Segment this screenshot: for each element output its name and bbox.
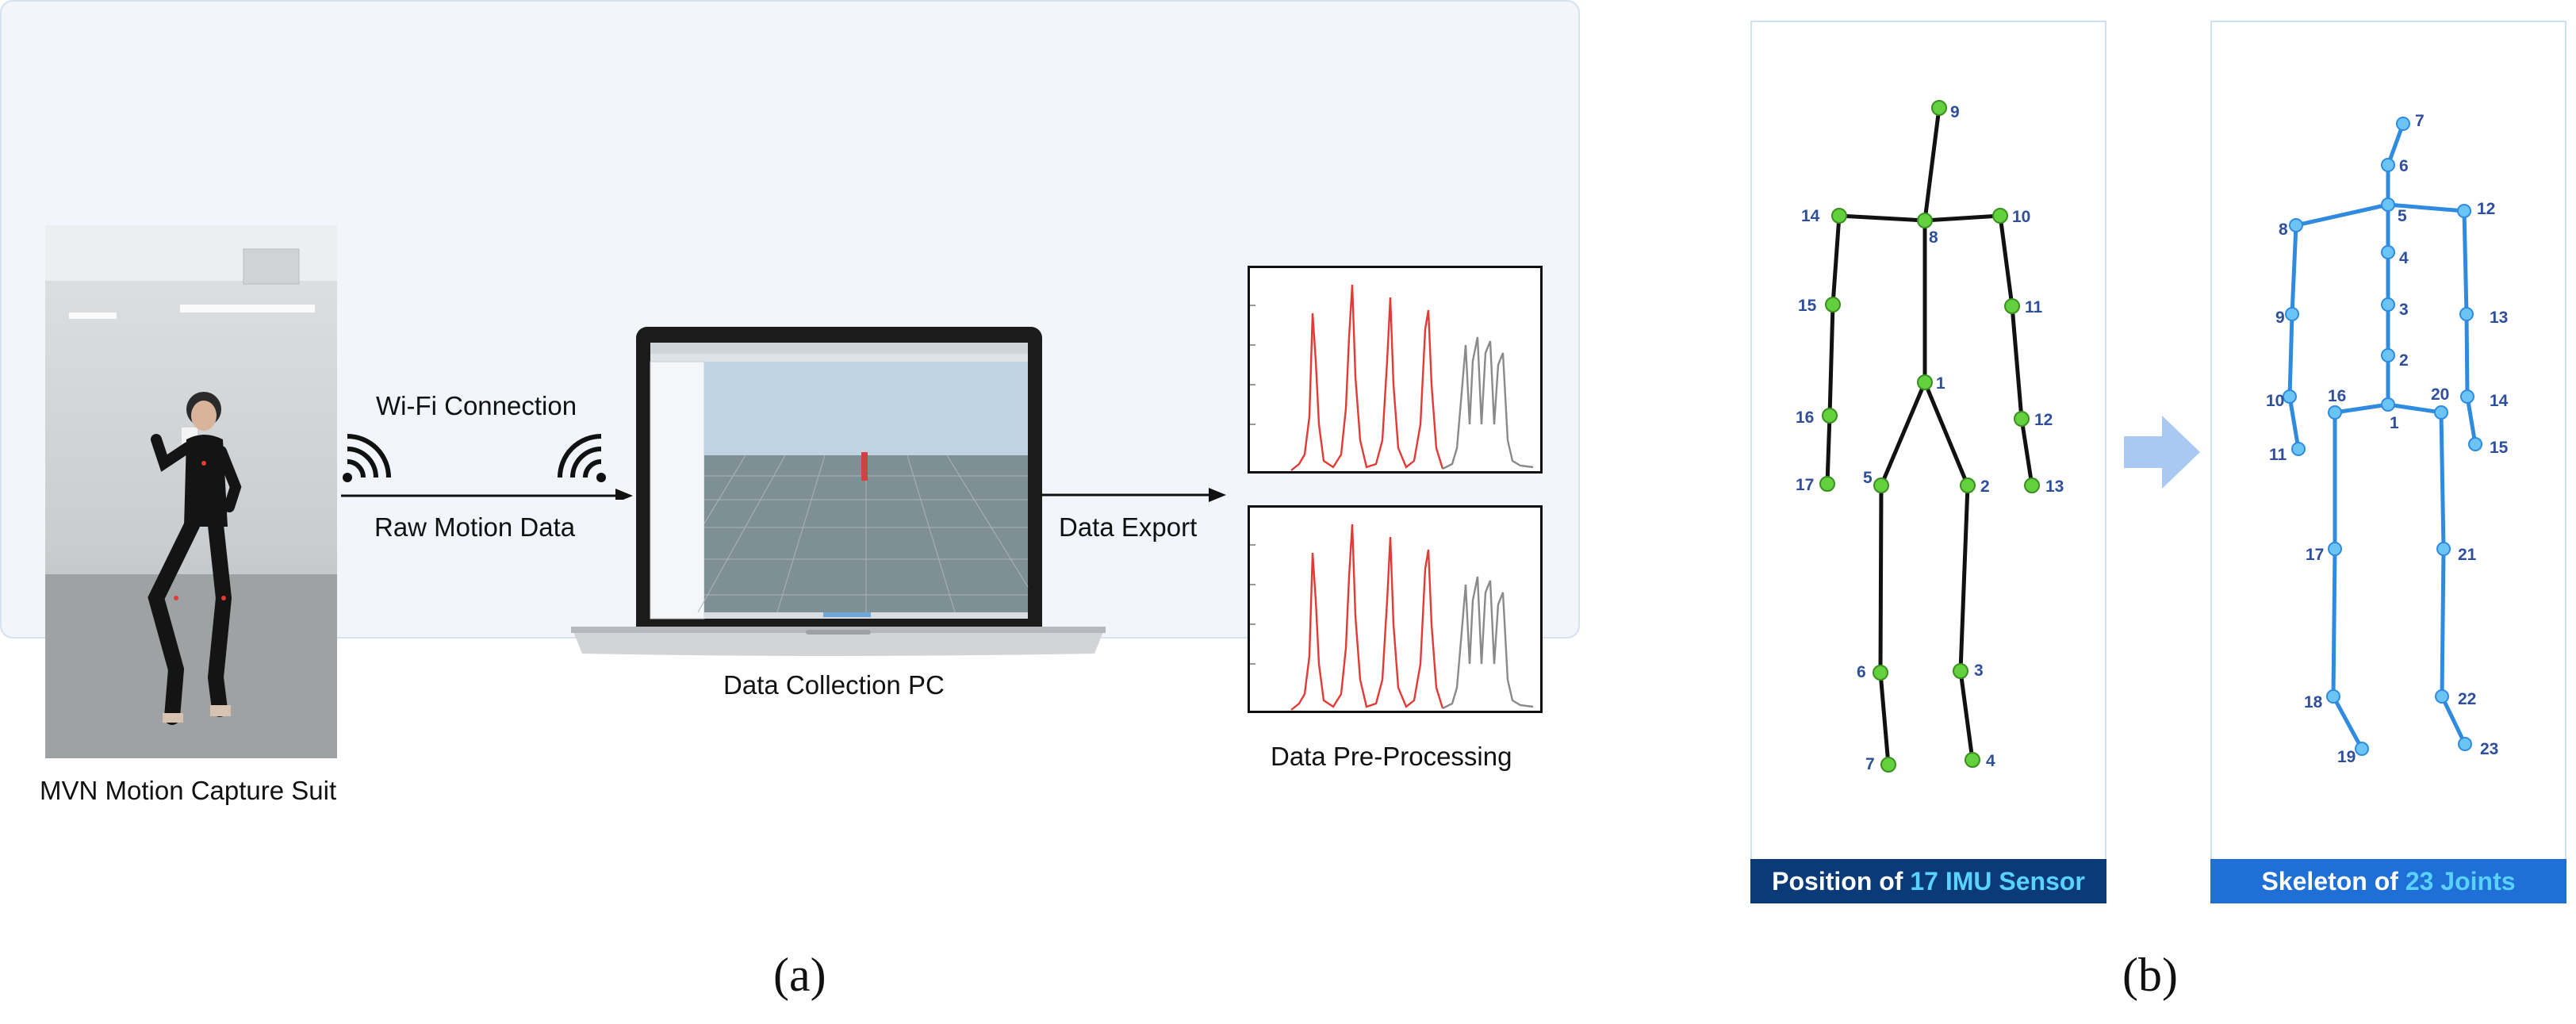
svg-text:7: 7	[1865, 755, 1875, 773]
svg-text:5: 5	[2398, 207, 2407, 225]
preprocess-label: Data Pre-Processing	[1271, 742, 1512, 771]
svg-text:20: 20	[2431, 385, 2449, 404]
svg-text:23: 23	[2480, 740, 2498, 758]
svg-text:22: 22	[2458, 690, 2476, 708]
svg-text:2: 2	[2399, 351, 2409, 370]
imu-banner-prefix: Position of	[1772, 867, 1911, 896]
skeleton-banner-highlight: 23 Joints	[2405, 867, 2516, 896]
svg-text:8: 8	[2279, 221, 2288, 239]
svg-text:7: 7	[2415, 112, 2425, 130]
raw-data-label: Raw Motion Data	[374, 512, 576, 542]
svg-text:3: 3	[2399, 301, 2409, 319]
svg-text:4: 4	[2399, 249, 2409, 267]
svg-text:3: 3	[1974, 662, 1984, 680]
pc-label: Data Collection PC	[723, 670, 945, 700]
svg-text:11: 11	[2025, 298, 2043, 316]
svg-text:8: 8	[1929, 228, 1938, 247]
svg-text:6: 6	[1857, 663, 1866, 681]
laptop-icon	[571, 327, 1106, 656]
signal-plot-1	[1248, 266, 1543, 474]
skeleton-joints-diagram: 7 6 5 8 12 9 13 10 14 11 15 4 3 2 1 16 20 17 21 18…	[2266, 112, 2509, 766]
svg-text:14: 14	[2490, 392, 2509, 410]
svg-text:14: 14	[1801, 207, 1820, 225]
svg-text:13: 13	[2045, 477, 2064, 496]
svg-text:9: 9	[1950, 103, 1960, 121]
svg-text:4: 4	[1986, 752, 1995, 770]
caption-b: (b)	[2122, 949, 2178, 1001]
svg-text:16: 16	[1796, 408, 1814, 427]
svg-text:16: 16	[2328, 387, 2346, 405]
svg-text:10: 10	[2012, 208, 2030, 226]
wifi-icon	[343, 434, 391, 482]
signal-plot-2	[1248, 505, 1543, 713]
suit-label: MVN Motion Capture Suit	[40, 776, 337, 805]
imu-panel	[1750, 21, 2106, 884]
skeleton-banner: Skeleton of 23 Joints	[2210, 859, 2566, 903]
svg-text:11: 11	[2269, 446, 2287, 464]
motion-capture-photo	[45, 225, 337, 758]
skeleton-banner-prefix: Skeleton of	[2261, 867, 2405, 896]
svg-text:17: 17	[2306, 546, 2324, 564]
transform-arrow-icon	[2124, 416, 2200, 489]
svg-text:15: 15	[2490, 439, 2509, 457]
svg-text:15: 15	[1798, 297, 1817, 315]
svg-text:12: 12	[2477, 200, 2495, 218]
svg-text:1: 1	[2390, 414, 2399, 432]
svg-text:17: 17	[1796, 476, 1814, 494]
svg-text:18: 18	[2304, 693, 2323, 711]
svg-text:10: 10	[2266, 392, 2284, 410]
svg-text:6: 6	[2399, 157, 2409, 175]
imu-banner: Position of 17 IMU Sensor	[1750, 859, 2106, 903]
wifi-label: Wi-Fi Connection	[376, 391, 577, 420]
svg-text:21: 21	[2458, 546, 2477, 564]
svg-text:9: 9	[2275, 309, 2285, 327]
wifi-icon	[558, 434, 606, 482]
svg-text:2: 2	[1980, 477, 1990, 496]
export-label: Data Export	[1059, 512, 1198, 542]
wifi-link-arrow	[341, 434, 633, 500]
svg-text:1: 1	[1936, 374, 1945, 393]
svg-text:5: 5	[1863, 469, 1873, 487]
svg-text:12: 12	[2034, 411, 2053, 429]
svg-text:13: 13	[2490, 309, 2508, 327]
svg-text:19: 19	[2337, 748, 2356, 766]
caption-a: (a)	[773, 949, 826, 1001]
export-arrow	[1041, 488, 1226, 502]
imu-banner-highlight: 17 IMU Sensor	[1910, 867, 2085, 896]
